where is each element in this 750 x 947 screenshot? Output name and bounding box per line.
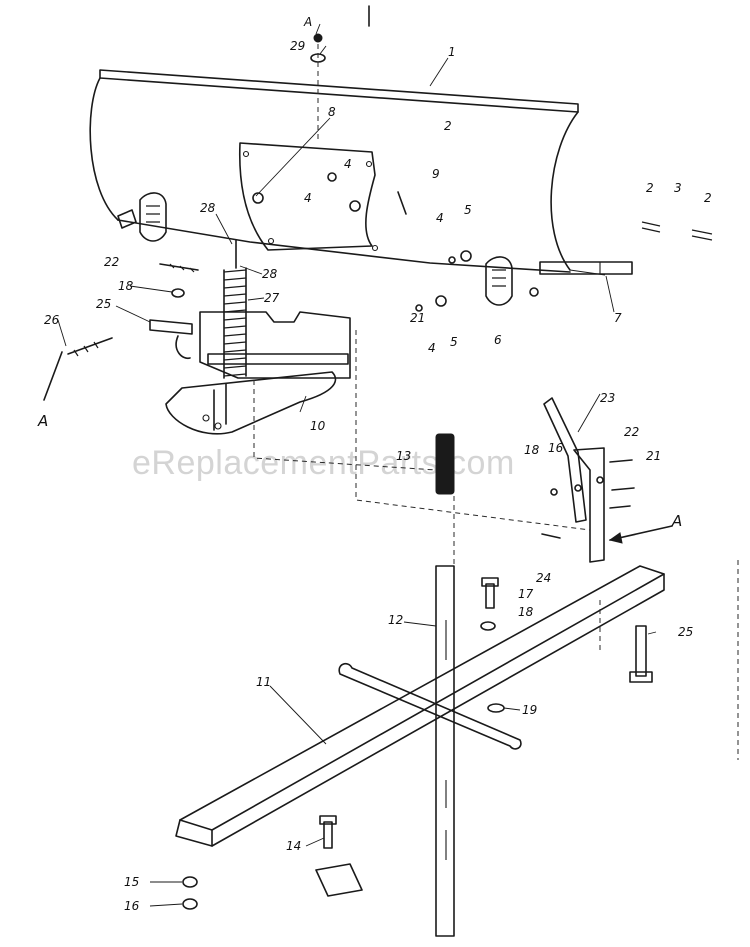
callout-21-left: 21 [410,311,425,325]
callout-21-right: 21 [646,449,661,463]
callout-16-left: 16 [124,899,140,913]
part-7-pivot-pin [539,261,633,275]
part-1-blade [89,69,606,276]
callout-11: 11 [256,675,271,689]
part-29-28-top-hardware [310,33,326,140]
part-8-support-plate [238,142,379,252]
callout-18-lower: 19 [522,703,537,717]
callout-6: 6 [494,333,502,347]
callout-2-right-b: 2 [704,191,712,205]
part-15-16-nuts [182,876,198,910]
part-26-spring [223,239,247,379]
callout-5-mid: 5 [464,203,472,217]
callout-19: 22 [624,425,639,439]
callout-A-left: A [37,412,48,430]
callout-29: A [303,15,312,29]
arrow-a-right [608,525,673,544]
callout-2-right-a: 2 [646,181,654,195]
part-19-21-handle-hardware [541,459,635,539]
part-20-handle [543,397,605,563]
small-hardware-blade [327,172,713,312]
alignment-lines [253,330,739,760]
part-6-left-blade-clip [117,192,167,242]
callout-9: 9 [432,167,440,181]
callout-4-left: 4 [304,191,312,205]
part-14-bolt [319,815,337,849]
callout-16-right: 18 [524,443,540,457]
callout-15-left: 15 [124,875,139,889]
callout-4-plate: 4 [344,157,352,171]
callout-12: 12 [388,613,403,627]
callout-27: 28 [200,201,216,215]
callout-10: 10 [310,419,326,433]
callout-1: 1 [448,45,456,59]
callout-4-mid: 4 [436,211,444,225]
callout-28-top: 29 [290,39,305,53]
callout-22-lower: 24 [536,571,551,585]
callout-A-right: A [671,512,682,530]
part-12-vertical-bar [435,565,455,937]
callout-3: 3 [674,181,682,195]
part-10-base-plate [165,311,351,435]
callout-2-blade: 2 [444,119,452,133]
callout-28-spring: 28 [262,267,278,281]
part-25-rod [43,337,113,401]
leader-lines [57,23,657,907]
part-6-right-blade-clip [485,256,513,306]
callout-8: 8 [328,105,336,119]
callout-7: 7 [614,311,622,325]
part-18-washer-upper [171,288,185,298]
callout-5-lower: 5 [450,335,458,349]
part-23-bolt [629,625,653,683]
callout-22-upper: 22 [104,255,119,269]
callout-labels: A 29 1 8 2 4 4 9 2 3 2 4 5 28 22 28 18 2… [37,15,712,913]
callout-23: 25 [678,625,693,639]
part-13-grip [435,433,455,495]
callout-4-lower: 4 [428,341,436,355]
callout-14: 14 [286,839,301,853]
callout-20: 23 [600,391,615,405]
part-22-pin-upper [159,263,199,273]
part-11-main-frame [175,565,665,897]
callout-17: 17 [518,587,534,601]
callout-18-mid: 18 [518,605,534,619]
callout-26: 27 [264,291,280,305]
callout-13: 13 [396,449,411,463]
callout-24: 25 [96,297,111,311]
callout-15-right: 16 [548,441,564,455]
callout-25: 26 [44,313,60,327]
part-24-latch [149,319,193,360]
callout-18-upper: 18 [118,279,134,293]
